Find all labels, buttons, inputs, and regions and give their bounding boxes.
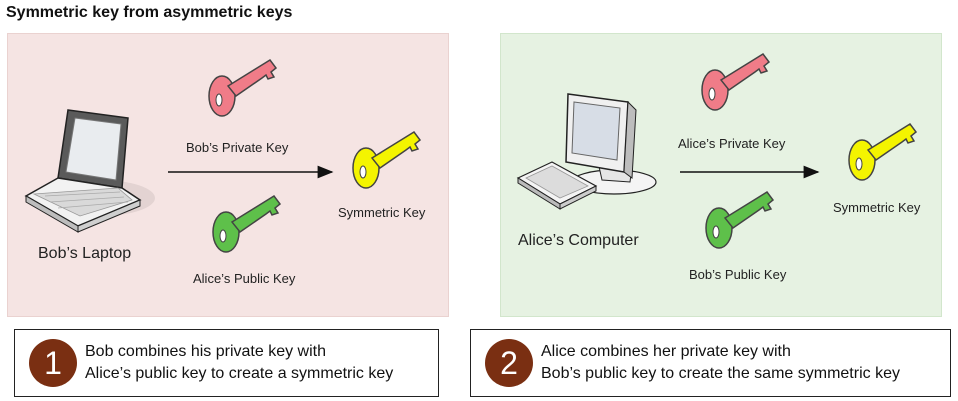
laptop-icon [24,109,155,233]
step-number-badge: 2 [485,339,533,387]
step-1-line-2: Alice’s public key to create a symmetric… [85,365,394,382]
page-title: Symmetric key from asymmetric keys [6,4,293,21]
step-number-badge: 1 [29,339,77,387]
public-key-icon [705,191,774,249]
public-key-icon [212,195,281,253]
step-2-text: Alice combines her private key with Bob’… [541,341,900,385]
step-1-box: 1 Bob combines his private key with Alic… [14,329,439,397]
step-2-line-1: Alice combines her private key with [541,343,791,360]
alice-private-key-label: Alice’s Private Key [678,136,786,151]
symmetric-key-label: Symmetric Key [338,205,426,220]
bob-private-key-label: Bob’s Private Key [186,140,289,155]
alice-public-key-label: Alice’s Public Key [193,271,296,286]
step-2-box: 2 Alice combines her private key with Bo… [470,329,951,397]
private-key-icon [701,53,770,111]
step-1-text: Bob combines his private key with Alice’… [85,341,393,385]
computer-icon [516,93,657,210]
symmetric-key-icon [848,123,917,181]
step-1-line-1: Bob combines his private key with [85,343,326,360]
symmetric-key-label: Symmetric Key [833,200,921,215]
private-key-icon [208,59,277,117]
alice-computer-label: Alice’s Computer [518,232,639,249]
bob-public-key-label: Bob’s Public Key [689,267,787,282]
bob-laptop-label: Bob’s Laptop [38,245,132,262]
symmetric-key-icon [352,131,421,189]
step-2-line-2: Bob’s public key to create the same symm… [541,365,900,382]
